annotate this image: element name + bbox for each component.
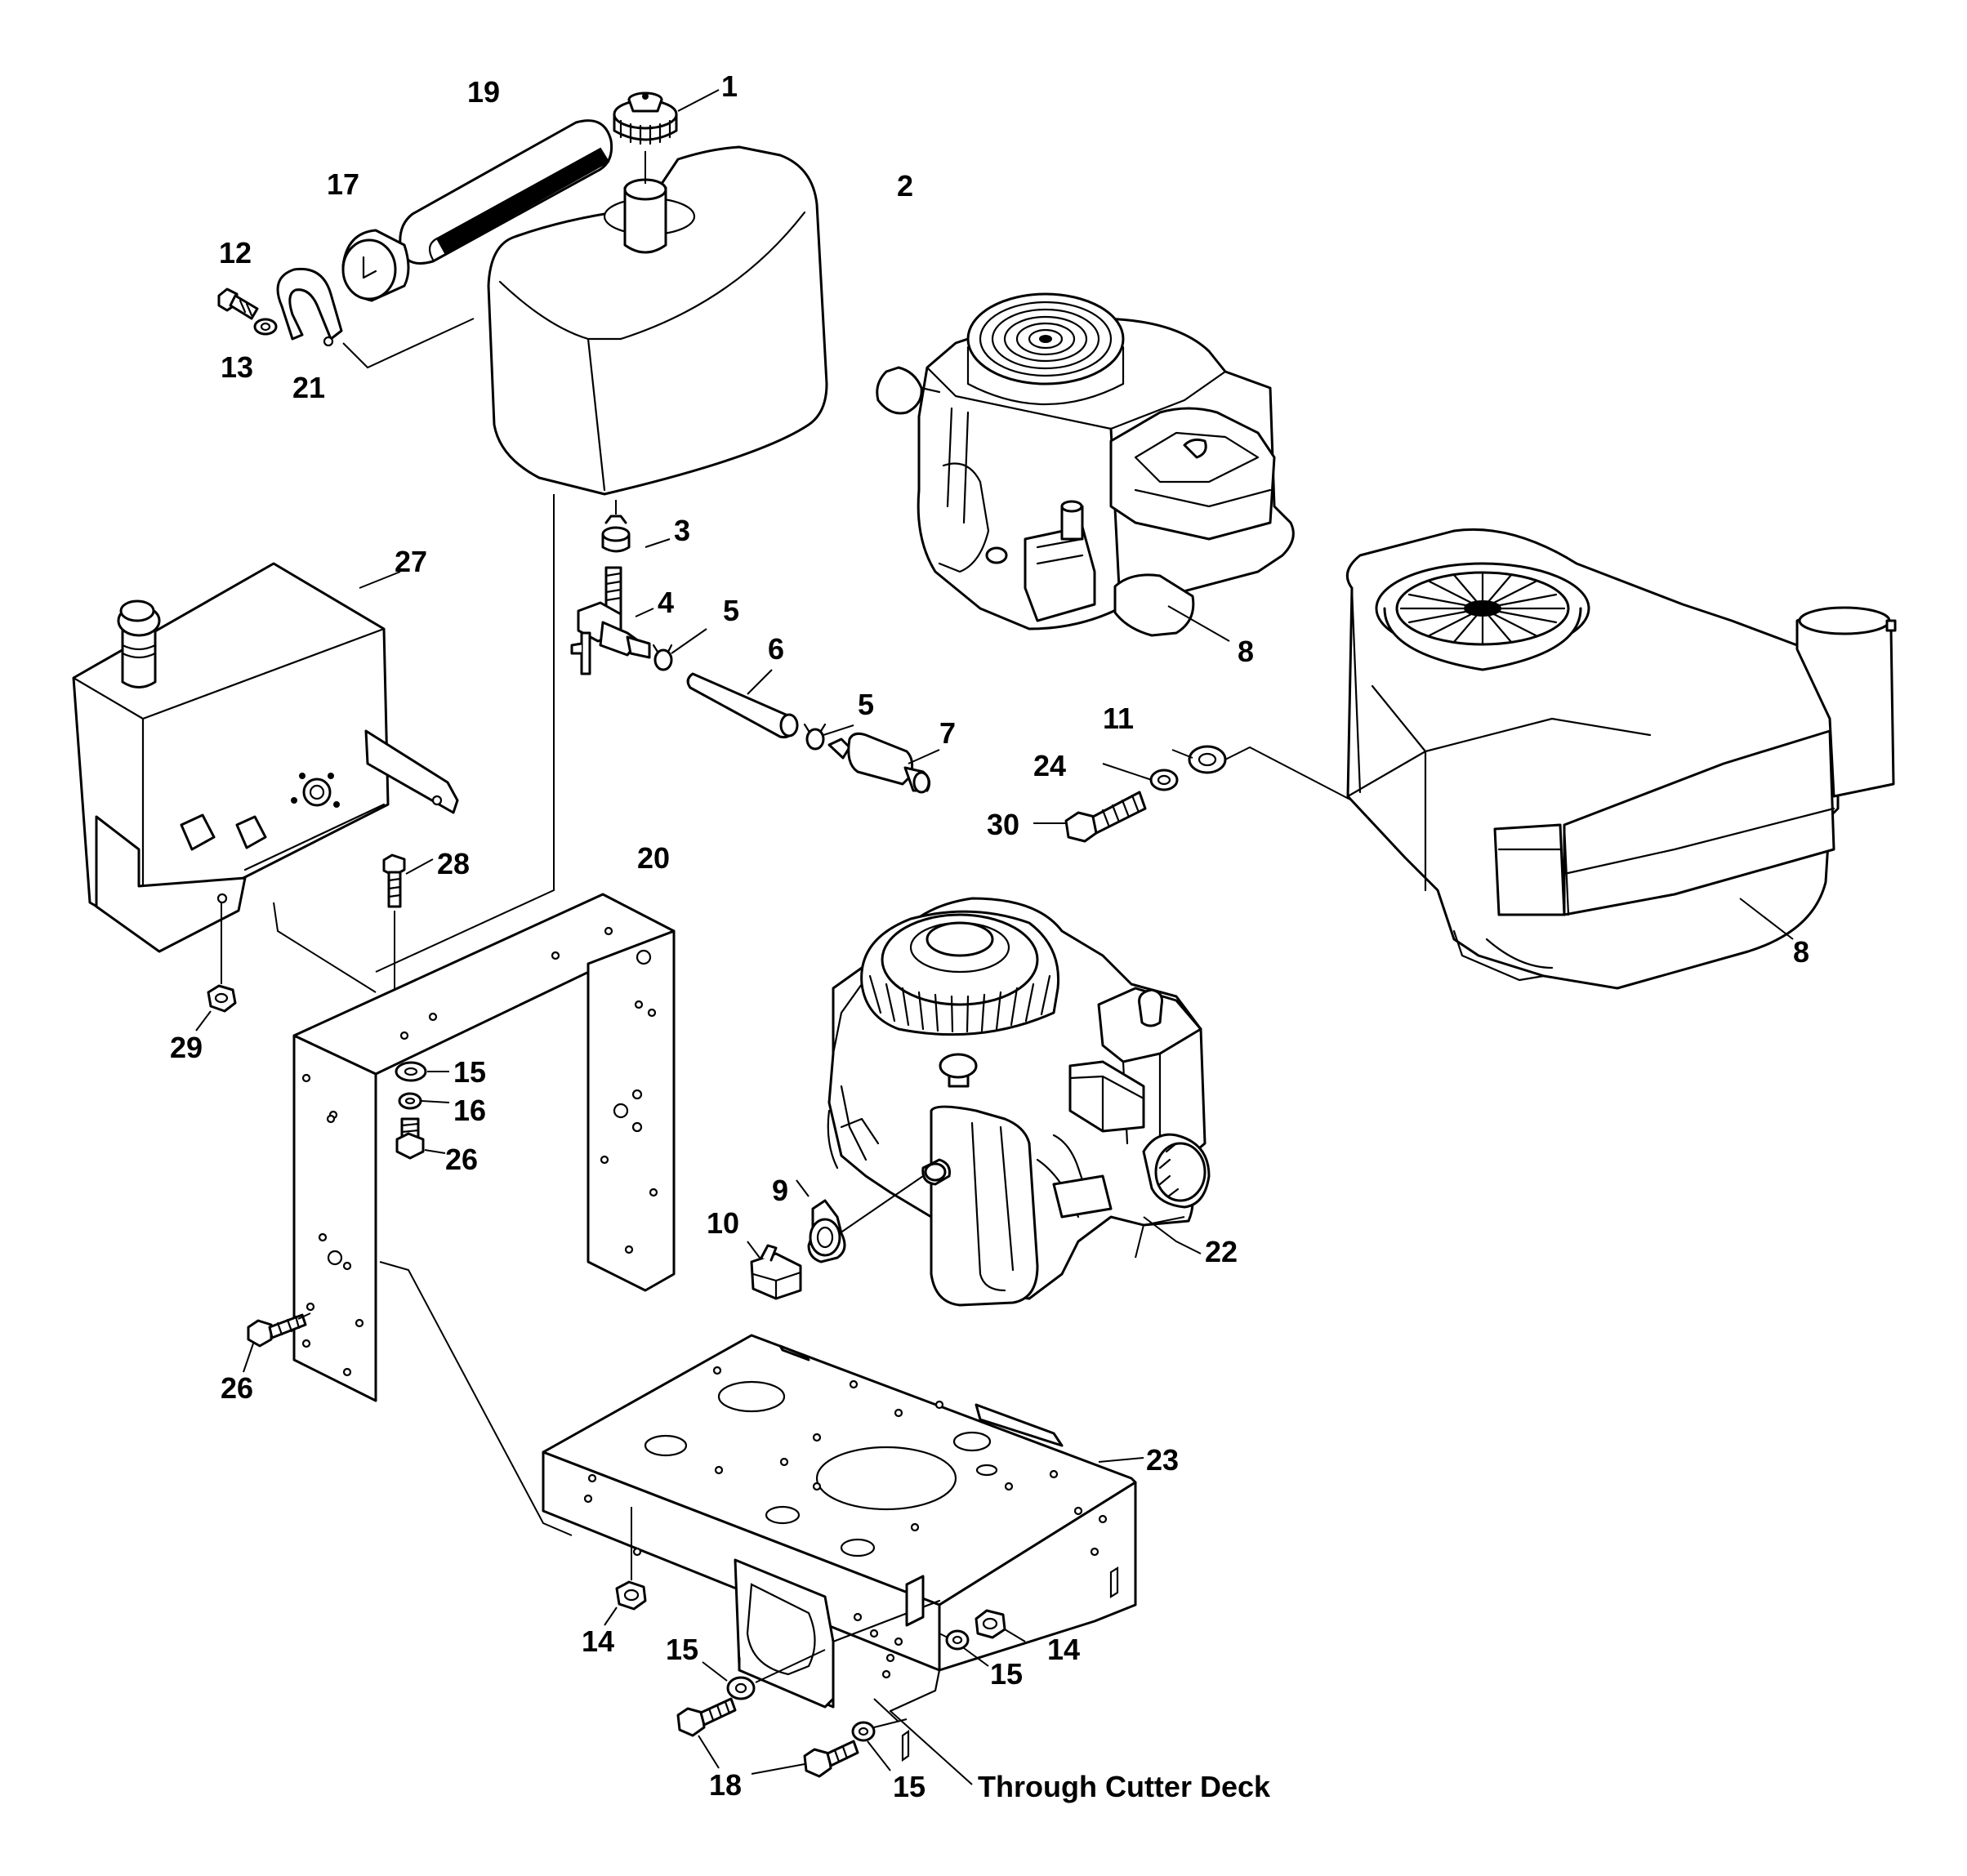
callout-14a: 14 — [582, 1624, 614, 1658]
callout-13: 13 — [221, 350, 253, 384]
fuel-cap — [613, 91, 678, 145]
washer-15a — [395, 1061, 427, 1082]
callout-7: 7 — [939, 716, 956, 750]
callout-15d: 15 — [893, 1770, 926, 1803]
callout-17: 17 — [327, 167, 359, 201]
callout-22: 22 — [1205, 1235, 1238, 1268]
callout-5b: 5 — [858, 688, 874, 721]
washer-15b — [945, 1629, 970, 1651]
filler-neck-hose — [399, 119, 613, 265]
callout-26b: 26 — [221, 1371, 253, 1405]
callout-27: 27 — [395, 545, 427, 578]
callout-24: 24 — [1033, 749, 1066, 782]
engine-8-right — [1345, 528, 1897, 990]
hose-clamp — [276, 267, 343, 347]
callout-15b: 15 — [666, 1633, 698, 1666]
lockwasher-16 — [398, 1092, 422, 1110]
through-cutter-deck-note: Through Cutter Deck — [978, 1770, 1271, 1803]
callout-9: 9 — [772, 1174, 788, 1207]
callout-14b: 14 — [1047, 1633, 1080, 1666]
bolt-30 — [1064, 791, 1147, 843]
callout-30: 30 — [987, 808, 1019, 841]
callout-11: 11 — [1103, 702, 1134, 735]
callout-19: 19 — [467, 75, 500, 109]
bolt-18b — [803, 1740, 859, 1778]
clamp-9 — [807, 1199, 846, 1263]
callout-23: 23 — [1146, 1443, 1179, 1477]
engine-22 — [827, 897, 1211, 1307]
callout-6: 6 — [768, 632, 784, 666]
callout-2: 2 — [897, 169, 913, 203]
engine-8-top — [876, 292, 1295, 637]
callout-15a: 15 — [453, 1055, 486, 1089]
bolt-26b — [247, 1313, 307, 1348]
callout-8b: 8 — [1793, 935, 1809, 969]
washer-15c — [726, 1676, 756, 1700]
nut-29 — [207, 984, 237, 1013]
callout-8a: 8 — [1238, 635, 1254, 668]
grommet-3 — [601, 515, 631, 553]
bolt-18a — [676, 1697, 737, 1737]
callout-28: 28 — [437, 847, 470, 880]
callout-15c: 15 — [990, 1657, 1023, 1691]
fuel-shutoff-valve — [570, 566, 651, 675]
bolt-12 — [217, 287, 259, 320]
fuel-filter-7 — [827, 732, 931, 794]
callout-labels: 1 19 2 17 12 13 21 3 27 4 5 6 8 5 11 7 2… — [170, 69, 1809, 1803]
washer-13 — [253, 318, 278, 336]
callout-12: 12 — [219, 236, 252, 270]
callout-16: 16 — [453, 1094, 486, 1127]
clamp-5a — [652, 644, 673, 671]
callout-10: 10 — [707, 1206, 739, 1240]
washer-15d — [851, 1721, 876, 1742]
nut-14a — [615, 1580, 647, 1611]
fuel-strainer — [341, 229, 410, 302]
bolt-28 — [382, 853, 406, 908]
clamp-5b — [803, 723, 827, 751]
callout-18: 18 — [709, 1768, 742, 1802]
nut-14b — [975, 1609, 1006, 1639]
callout-20: 20 — [637, 841, 670, 875]
callout-21: 21 — [292, 371, 325, 404]
callout-26a: 26 — [445, 1143, 478, 1176]
fuel-line-6 — [686, 672, 799, 738]
engine-mount-plate — [542, 1334, 1137, 1762]
callout-1: 1 — [721, 69, 738, 103]
connector-10 — [750, 1244, 802, 1300]
callout-5a: 5 — [723, 594, 739, 627]
alt-fuel-tank — [72, 562, 459, 953]
washer-11 — [1188, 745, 1227, 774]
lockwasher-24 — [1149, 769, 1179, 791]
callout-3: 3 — [674, 514, 690, 547]
callout-29: 29 — [170, 1031, 203, 1064]
engine-mount-bracket — [292, 893, 676, 1402]
fuel-tank — [487, 145, 828, 496]
bolt-26a — [395, 1117, 425, 1160]
callout-4: 4 — [658, 586, 674, 619]
